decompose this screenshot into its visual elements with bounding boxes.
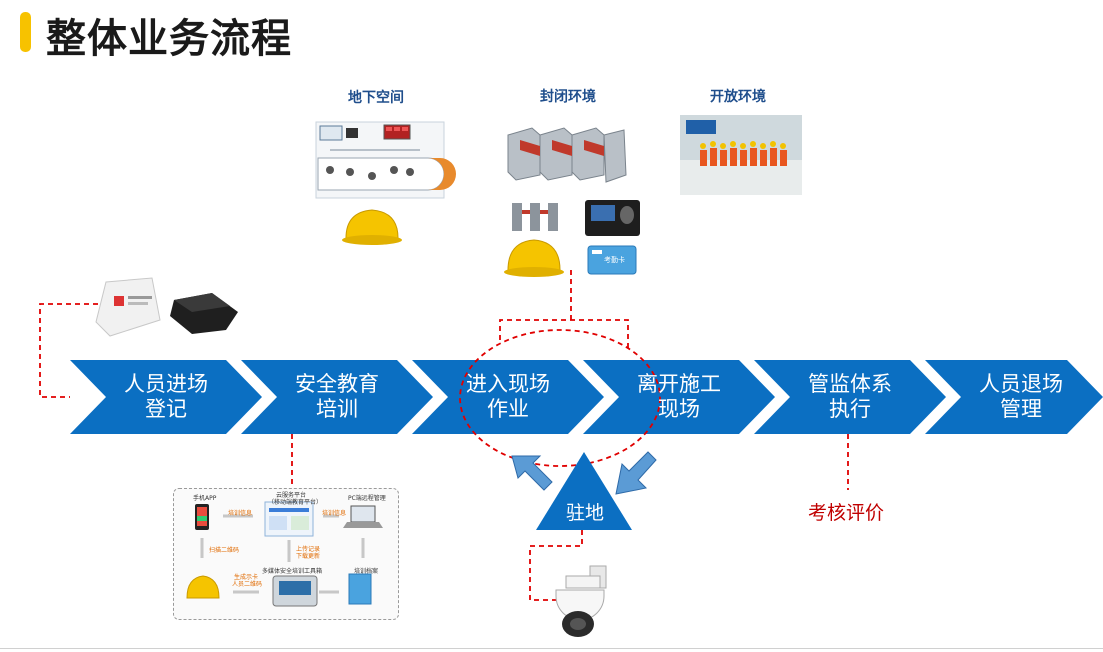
underground-space-illustration xyxy=(315,121,456,199)
arrow-up-left-icon xyxy=(511,455,553,491)
step-label-5: 管监体系执行 xyxy=(808,372,892,421)
step-label-4: 离开施工现场 xyxy=(637,372,721,421)
title-accent-bar xyxy=(20,12,31,52)
step-label-2: 安全教育培训 xyxy=(295,372,379,421)
label-mobile-app: 手机APP xyxy=(193,495,217,502)
step-label-3: 进入现场作业 xyxy=(466,372,550,421)
category-closed-label: 封闭环境 xyxy=(540,89,596,105)
label-training-info-1: 培训信息 xyxy=(228,510,253,517)
station-label: 驻地 xyxy=(565,502,604,524)
label-training-info-2: 培训信息 xyxy=(322,510,347,517)
label-cloud-sub: （移动端教育平台） xyxy=(268,499,323,506)
label-upload: 上传记录 xyxy=(296,546,321,553)
label-cloud-platform: 云服务平台 xyxy=(276,492,307,499)
label-pc-manage: PC端远程管理 xyxy=(348,495,386,502)
helmet-small-icon xyxy=(186,575,220,599)
turnstile-gates-illustration xyxy=(507,127,627,183)
step-label-6: 人员退场管理 xyxy=(979,372,1063,421)
card-reader-device-icon xyxy=(170,293,238,334)
attendance-card-text: 考勤卡 xyxy=(604,256,625,264)
label-scan-qr: 扫描二维码 xyxy=(209,547,240,554)
station-arrows xyxy=(511,451,657,495)
chevron-step-2 xyxy=(241,360,433,434)
laptop-icon xyxy=(350,505,376,523)
category-underground-label: 地下空间 xyxy=(348,90,404,106)
helmet-icon-left xyxy=(342,209,402,245)
label-multimedia: 多媒体安全培训工具箱 xyxy=(262,568,323,575)
small-turnstile-icon xyxy=(512,203,558,231)
dashed-connectors xyxy=(39,270,849,601)
arrow-down-left-icon xyxy=(615,451,657,495)
helmet-icon-middle xyxy=(504,239,564,277)
chevron-step-3 xyxy=(412,360,604,434)
station-triangle xyxy=(536,452,632,530)
label-download: 下载更新 xyxy=(296,553,321,560)
bottom-divider xyxy=(0,648,1103,649)
chevron-step-1 xyxy=(70,360,262,434)
fingerprint-terminal-icon xyxy=(585,200,640,236)
chevron-step-6 xyxy=(925,360,1103,434)
attendance-card-icon xyxy=(587,245,637,275)
open-environment-photo xyxy=(680,115,802,195)
assessment-label: 考核评价 xyxy=(808,502,885,524)
process-chevrons xyxy=(70,360,1103,434)
page-title: 整体业务流程 xyxy=(46,16,292,62)
category-open-label: 开放环境 xyxy=(710,89,766,105)
label-face-qr: 人员二维码 xyxy=(232,581,263,588)
training-diagram-graphics xyxy=(186,501,383,607)
chevron-step-4 xyxy=(583,360,775,434)
id-card-reader-icon xyxy=(95,277,161,337)
security-camera-icon xyxy=(555,565,607,637)
step-label-1: 人员进场登记 xyxy=(124,372,208,421)
archive-book-icon xyxy=(348,573,372,605)
chevron-step-5 xyxy=(754,360,946,434)
label-generate: 生成示卡 xyxy=(234,574,259,581)
label-archive: 培训档案 xyxy=(354,568,379,575)
